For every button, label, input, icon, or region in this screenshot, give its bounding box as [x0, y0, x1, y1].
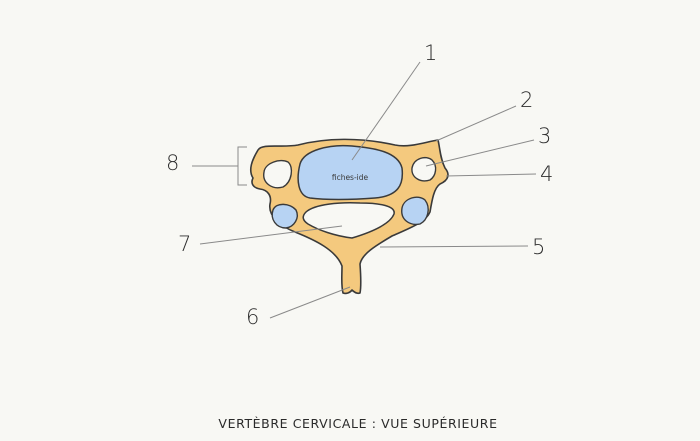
articular-facet-right: [401, 196, 429, 226]
watermark-text: fiches-ide: [332, 173, 369, 182]
leader-line-2: [435, 105, 517, 142]
label-3: 3: [538, 124, 551, 148]
bracket-8: [192, 146, 247, 186]
label-8: 8: [166, 151, 179, 175]
label-7: 7: [178, 232, 191, 256]
label-6: 6: [246, 305, 259, 329]
transverse-foramen-left: [263, 159, 293, 189]
leader-line-7: [199, 225, 343, 245]
leader-line-5: [379, 245, 529, 248]
leader-line-6: [269, 286, 351, 319]
label-4: 4: [540, 162, 553, 186]
label-2: 2: [520, 88, 533, 112]
diagram-caption: VERTÈBRE CERVICALE : VUE SUPÉRIEURE: [218, 416, 497, 431]
leader-line-1: [351, 61, 421, 161]
label-1: 1: [424, 41, 437, 65]
leader-line-4: [445, 173, 537, 177]
transverse-foramen-right: [411, 156, 437, 182]
vertebral-canal: [297, 144, 404, 201]
vertebral-foramen: [302, 202, 395, 239]
label-5: 5: [532, 235, 545, 259]
leader-line-3: [425, 139, 535, 167]
articular-facet-left: [271, 203, 298, 229]
